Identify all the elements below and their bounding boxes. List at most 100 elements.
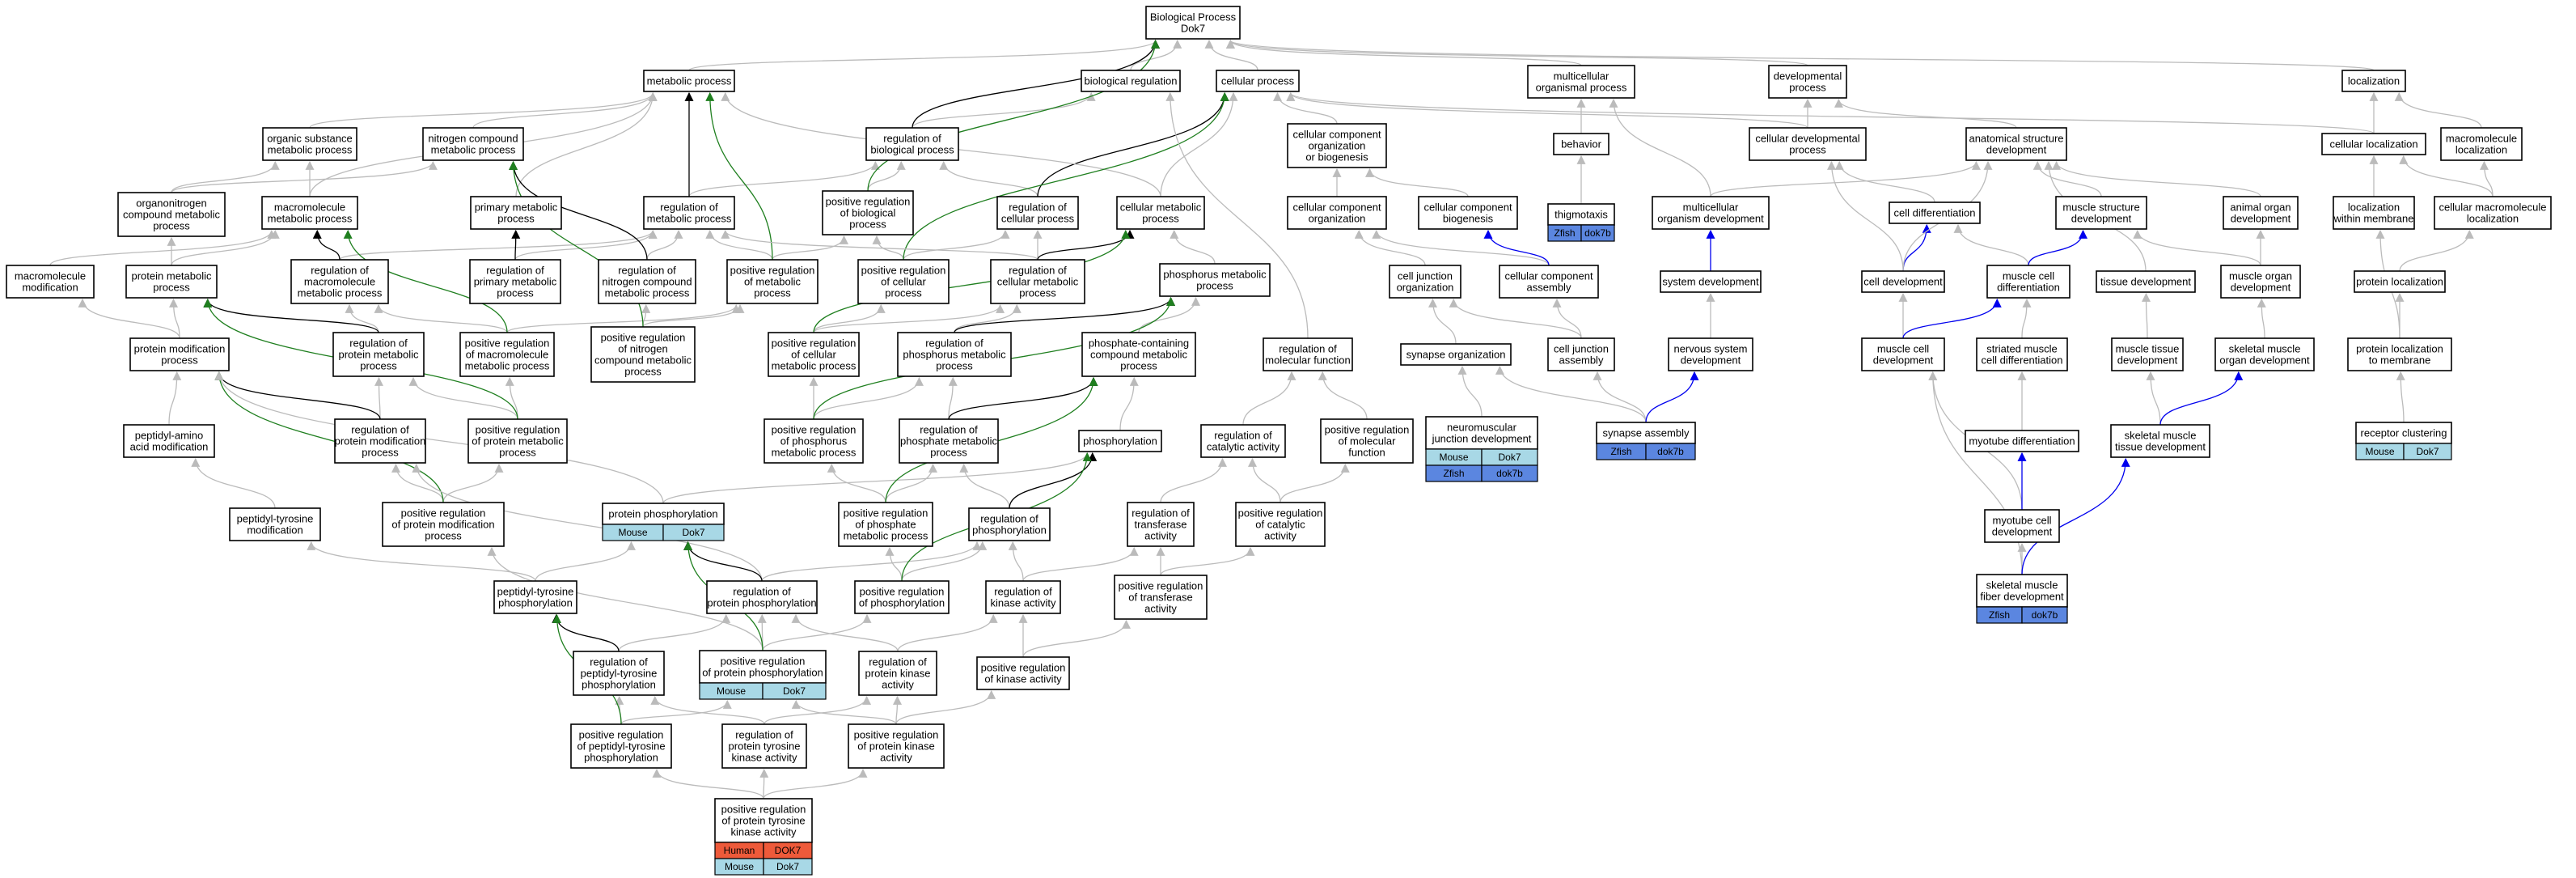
go-term-box[interactable] bbox=[1668, 337, 1753, 371]
go-term-box[interactable] bbox=[2096, 270, 2196, 293]
go-term-box[interactable] bbox=[1114, 575, 1208, 620]
go-term-box[interactable] bbox=[1287, 123, 1387, 168]
go-term-synorg[interactable]: synapse organization bbox=[1400, 343, 1512, 366]
go-term-box[interactable] bbox=[422, 127, 524, 161]
go-term-box[interactable] bbox=[899, 418, 999, 464]
go-term-sysdev[interactable]: system development bbox=[1660, 270, 1762, 293]
go-term-box[interactable] bbox=[699, 650, 827, 684]
go-term-box[interactable] bbox=[469, 259, 561, 304]
go-term-box[interactable] bbox=[1235, 502, 1326, 547]
go-term-box[interactable] bbox=[822, 190, 914, 235]
go-term-box[interactable] bbox=[1861, 337, 1945, 371]
go-term-box[interactable] bbox=[1081, 70, 1181, 92]
go-term-box[interactable] bbox=[590, 326, 696, 383]
go-term-box[interactable] bbox=[1976, 574, 2068, 608]
go-term-celldev[interactable]: cell development bbox=[1861, 270, 1945, 293]
go-term-phosphorylation[interactable]: phosphorylation bbox=[1078, 430, 1162, 452]
go-term-box[interactable] bbox=[1389, 265, 1461, 299]
go-term-behavior[interactable]: behavior bbox=[1553, 133, 1609, 155]
go-term-box[interactable] bbox=[1986, 265, 2071, 299]
go-term-box[interactable] bbox=[1081, 332, 1196, 377]
go-term-box[interactable] bbox=[1499, 265, 1599, 299]
go-term-box[interactable] bbox=[1749, 127, 1867, 161]
go-term-box[interactable] bbox=[838, 502, 933, 547]
go-term-box[interactable] bbox=[643, 70, 735, 92]
go-term-box[interactable] bbox=[573, 651, 665, 696]
go-term-box[interactable] bbox=[2434, 196, 2552, 230]
go-term-box[interactable] bbox=[6, 265, 95, 299]
go-term-box[interactable] bbox=[854, 580, 950, 614]
go-term-box[interactable] bbox=[1527, 65, 1635, 99]
go-term-box[interactable] bbox=[985, 580, 1061, 614]
go-term-box[interactable] bbox=[1965, 127, 2067, 161]
go-term-tissuedev[interactable]: tissue development bbox=[2096, 270, 2196, 293]
go-term-box[interactable] bbox=[2341, 70, 2406, 92]
go-term-box[interactable] bbox=[470, 196, 562, 230]
go-term-box[interactable] bbox=[2111, 337, 2184, 371]
go-term-box[interactable] bbox=[990, 259, 1085, 304]
go-term-box[interactable] bbox=[1263, 337, 1353, 371]
go-term-box[interactable] bbox=[467, 418, 568, 464]
go-term-box[interactable] bbox=[2347, 337, 2452, 371]
go-term-box[interactable] bbox=[261, 196, 358, 230]
go-term-box[interactable] bbox=[2055, 196, 2147, 230]
go-term-box[interactable] bbox=[570, 723, 672, 769]
go-term-box[interactable] bbox=[1216, 70, 1300, 92]
go-term-box[interactable] bbox=[976, 656, 1070, 690]
go-term-box[interactable] bbox=[117, 192, 226, 237]
go-term-regpeptyr[interactable]: regulation ofpeptidyl-tyrosinephosphoryl… bbox=[573, 651, 665, 696]
go-term-loc[interactable]: localization bbox=[2341, 70, 2406, 92]
go-term-box[interactable] bbox=[1652, 196, 1770, 230]
go-term-box[interactable] bbox=[459, 332, 555, 377]
go-term-box[interactable] bbox=[1984, 509, 2060, 543]
go-term-box[interactable] bbox=[706, 580, 818, 614]
go-term-box[interactable] bbox=[1320, 418, 1414, 464]
go-term-box[interactable] bbox=[2220, 265, 2301, 299]
go-term-box[interactable] bbox=[726, 259, 818, 304]
go-term-box[interactable] bbox=[332, 332, 425, 377]
go-term-box[interactable] bbox=[1159, 263, 1271, 297]
go-term-box[interactable] bbox=[1976, 337, 2068, 371]
go-term-box[interactable] bbox=[1400, 343, 1512, 366]
go-term-box[interactable] bbox=[857, 259, 950, 304]
